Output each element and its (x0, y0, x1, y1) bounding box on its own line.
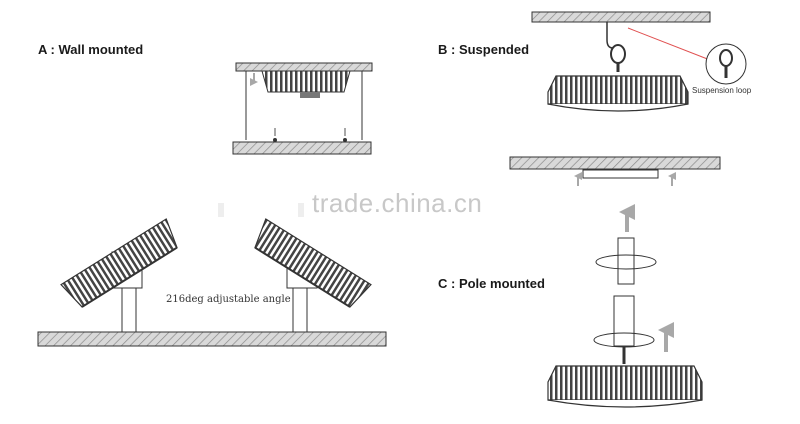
pole-upper (617, 237, 635, 285)
wall-board (232, 141, 372, 155)
label-pole-mounted: C : Pole mounted (438, 276, 545, 291)
pole-mounted-fixture (509, 156, 721, 408)
suspension-loop-ring (610, 44, 626, 64)
pole-ceiling-board (509, 156, 721, 170)
adjustable-angle-fixtures (37, 203, 387, 347)
lamp-body (261, 70, 351, 93)
floor-board (37, 331, 387, 347)
lamp-driver (300, 92, 320, 98)
suspended-lamp-body (547, 75, 689, 105)
callout-line (627, 27, 711, 61)
label-wall-mounted: A : Wall mounted (38, 42, 144, 57)
watermark: trade.china.cn (312, 188, 483, 218)
rotate-ring-1 (595, 254, 657, 270)
label-suspended: B : Suspended (438, 42, 530, 57)
label-suspension-loop: Suspension loop (692, 86, 752, 95)
ceiling-plate (235, 62, 373, 72)
wall-mounted-fixture (232, 62, 373, 155)
pole-lamp-body (547, 365, 703, 401)
ceiling-board (531, 11, 711, 23)
suspended-fixture (531, 11, 747, 112)
label-adjustable-angle: 216deg adjustable angle (166, 294, 291, 305)
mount-plate (582, 169, 659, 179)
pole-lower (613, 295, 635, 347)
loop-detail-circle (705, 43, 747, 85)
hook (606, 22, 614, 49)
